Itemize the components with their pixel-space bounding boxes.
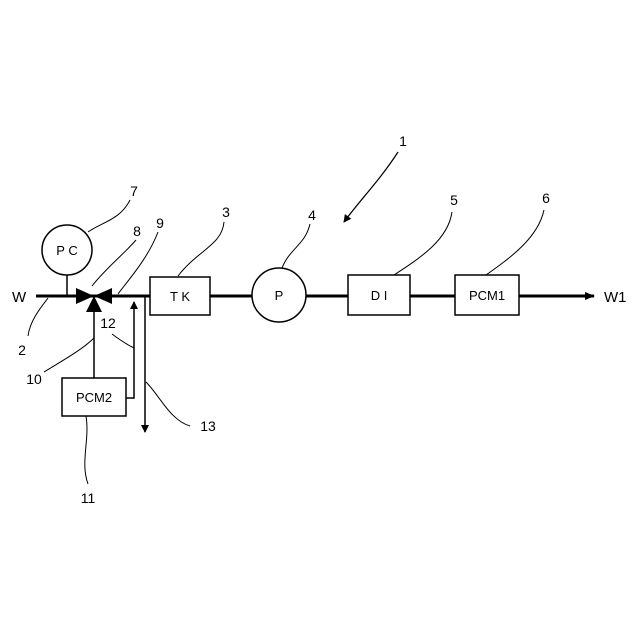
ref-12: 12 [100,315,116,331]
ref-4: 4 [308,207,316,223]
di-label: D I [371,288,388,303]
leader-4 [282,224,310,268]
leader-11 [85,416,88,484]
ref-6: 6 [542,190,550,206]
ref-7: 7 [130,183,138,199]
pump-label: P [275,288,284,303]
pc-label: P C [56,243,77,258]
ref-10: 10 [26,371,42,387]
leader-3 [178,222,224,276]
ref-5: 5 [450,192,458,208]
ref-3: 3 [222,204,230,220]
pcm2-label: PCM2 [76,390,112,405]
leader-2 [28,298,48,336]
leader-12 [112,334,134,348]
leader-1 [344,152,398,222]
pcm1-label: PCM1 [469,288,505,303]
ref-13: 13 [200,418,216,434]
leader-10 [44,338,94,372]
ref-1: 1 [399,133,407,149]
ref-11: 11 [81,490,96,506]
ref-8: 8 [133,223,141,239]
leader-13 [146,382,190,426]
inlet-label: W [12,289,27,306]
ref-9: 9 [156,215,164,231]
leader-7 [88,200,130,232]
ref-2: 2 [18,342,26,358]
leader-5 [394,212,452,275]
pcm2-return-line [126,302,134,398]
outlet-label: W1 [604,289,627,306]
tk-label: T K [170,289,190,304]
leader-6 [486,210,544,275]
